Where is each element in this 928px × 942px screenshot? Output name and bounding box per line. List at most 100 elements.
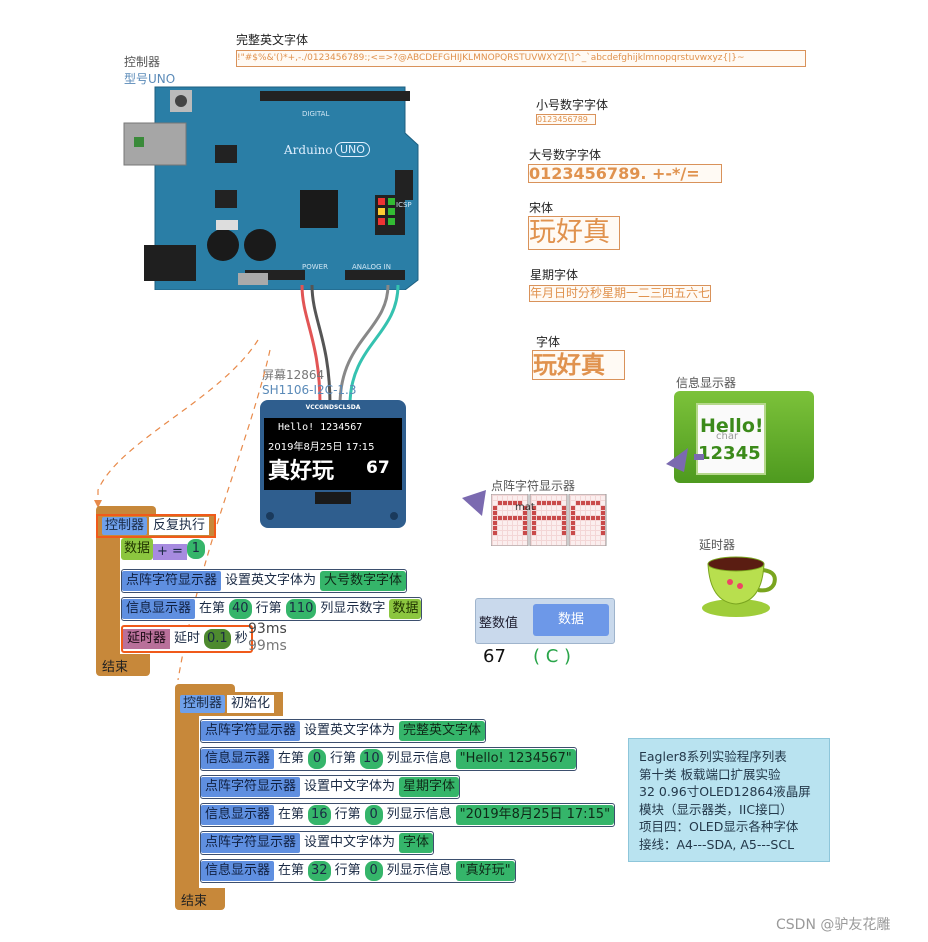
stmt-text: 行第 [255,601,282,616]
font-small-digit-sample[interactable]: 0123456789 [536,114,596,125]
matrix-display-chip[interactable]: 点阵字符显示器 [201,833,301,853]
delay-chip[interactable]: 延时器 [123,629,171,649]
col-value[interactable]: 0 [364,861,383,881]
font-large-digit-title: 大号数字字体 [529,148,602,162]
info-display-device[interactable]: Hello! char 12345 [674,391,814,483]
oled-line2: 2019年8月25日 17:15 [268,442,375,453]
op-chip[interactable]: + = [153,544,187,560]
controller-model: 型号UNO [124,72,176,86]
stmt-text: 列显示数字 [320,601,386,616]
init-stmt-1[interactable]: 点阵字符显示器 设置英文字体为 完整英文字体 [200,719,487,743]
stmt-text: 设置英文字体为 [225,573,317,588]
mount-hole [266,512,274,520]
integer-data-button[interactable]: 数据 [533,604,609,636]
stmt-text: 列显示信息 [386,751,452,766]
font-value-chip[interactable]: 完整英文字体 [399,721,486,741]
loop-stmt-set-font[interactable]: 点阵字符显示器 设置英文字体为 大号数字字体 [121,569,408,593]
font-value-chip[interactable]: 大号数字字体 [320,571,407,591]
init-stmt-2[interactable]: 信息显示器 在第 0 行第 10 列显示信息 "Hello! 1234567" [200,747,577,771]
row-value[interactable]: 32 [308,861,331,881]
oled-line3-number: 67 [366,458,390,478]
init-hat[interactable]: 控制器 初始化 [175,692,283,716]
loop-hat-label: 反复执行 [149,517,210,535]
info-display-chip[interactable]: 信息显示器 [122,599,196,619]
stmt-text: 在第 [199,601,226,616]
info-display-chip[interactable]: 信息显示器 [201,861,275,881]
loop-arm [96,538,120,656]
arduino-board[interactable]: Arduino UNO DIGITAL ANALOG IN POWER ICSP [120,85,420,291]
col-value[interactable]: 10 [360,749,383,769]
stmt-text: 列显示信息 [386,807,452,822]
string-value-chip[interactable]: "真好玩" [455,861,515,881]
stmt-text: 延时 [174,631,201,646]
inc-value[interactable]: 1 [186,539,205,559]
init-hat-top [175,684,235,694]
info-display-chip[interactable]: 信息显示器 [201,749,275,769]
string-value-chip[interactable]: "2019年8月25日 17:15" [455,805,615,825]
matrix-display-chip[interactable]: 点阵字符显示器 [201,721,301,741]
stmt-text: 行第 [330,751,357,766]
matrix-display-device[interactable] [491,494,607,546]
integer-value: 67 [483,646,506,667]
controller-title: 控制器 [124,55,161,69]
integer-widget: 整数值 数据 [475,598,615,644]
note-line: 项目四：OLED显示各种字体 [639,819,799,834]
loop-stmt-delay[interactable]: 延时器 延时 0.1 秒 [121,625,253,653]
init-stmt-6[interactable]: 信息显示器 在第 32 行第 0 列显示信息 "真好玩" [200,859,516,883]
info-display-chip[interactable]: 信息显示器 [201,805,275,825]
var-chip[interactable]: 数据 [389,599,422,619]
stmt-text: 设置中文字体为 [304,835,396,850]
oled-line3-text: 真好玩 [268,459,335,484]
delay-value[interactable]: 0.1 [204,629,231,649]
stmt-text: 设置中文字体为 [304,779,396,794]
oled-module[interactable]: VCCGNDSCLSDA Hello! 1234567 2019年8月25日 1… [260,400,406,528]
analog-label: ANALOG IN [352,263,391,271]
note-box: Eagler8系列实验程序列表 第十类 板载端口扩展实验 32 0.96寸OLE… [628,738,830,862]
font-english-sample[interactable]: !"#$%&'()*+,-./0123456789:;<=>?@ABCDEFGH… [236,50,806,67]
init-stmt-4[interactable]: 信息显示器 在第 16 行第 0 列显示信息 "2019年8月25日 17:15… [200,803,616,827]
var-chip[interactable]: 数据 [121,538,154,560]
power-label: POWER [302,263,328,271]
matrix-display-chip[interactable]: 点阵字符显示器 [122,571,222,591]
row-value[interactable]: 40 [229,599,252,619]
icsp-label: ICSP [396,201,412,209]
loop-stmt-show-number[interactable]: 信息显示器 在第 40 行第 110 列显示数字 数据 [121,597,423,621]
integer-label: 整数值 [479,616,519,631]
wires [300,284,400,406]
stmt-text: 列显示信息 [386,863,452,878]
note-line: 模块（显示器类，IIC接口） [639,801,793,817]
font-value-chip[interactable]: 星期字体 [399,777,460,797]
init-end[interactable]: 结束 [175,888,225,910]
oled-line1: Hello! 1234567 [278,422,363,433]
col-value[interactable]: 110 [285,599,317,619]
font-font-title: 字体 [536,335,561,349]
font-small-digit-title: 小号数字字体 [536,98,609,112]
loop-end[interactable]: 结束 [96,654,150,676]
row-value[interactable]: 0 [308,749,327,769]
timing-1: 93ms [248,621,287,637]
mount-hole [390,512,398,520]
row-value[interactable]: 16 [308,805,331,825]
init-controller-chip[interactable]: 控制器 [180,695,226,713]
arduino-brand: Arduino [284,143,333,157]
teacup-icon[interactable] [700,550,780,618]
loop-stmt-increment[interactable]: 数据 + = 1 [121,538,205,560]
init-stmt-3[interactable]: 点阵字符显示器 设置中文字体为 星期字体 [200,775,461,799]
loop-controller-chip[interactable]: 控制器 [102,517,148,535]
col-value[interactable]: 0 [364,805,383,825]
integer-unit: ( C ) [533,646,572,667]
string-value-chip[interactable]: "Hello! 1234567" [455,749,576,769]
font-value-chip[interactable]: 字体 [399,833,434,853]
matrix-display-chip[interactable]: 点阵字符显示器 [201,777,301,797]
font-font-sample[interactable]: 玩好真 [532,350,625,380]
font-week-sample[interactable]: 年月日时分秒星期一二三四五六七 [529,285,711,302]
info-display-screen: Hello! char 12345 [696,403,766,475]
font-large-digit-sample[interactable]: 0123456789. +-*/= [528,164,722,183]
loop-hat[interactable]: 控制器 反复执行 [96,514,216,538]
matrix-pointer-icon [462,490,486,516]
font-songti-sample[interactable]: 玩好真 [528,216,620,250]
loop-hat-top [96,506,156,516]
note-line: 32 0.96寸OLED12864液晶屏 [639,784,811,799]
init-stmt-5[interactable]: 点阵字符显示器 设置中文字体为 字体 [200,831,435,855]
info-display-title: 信息显示器 [676,376,737,390]
